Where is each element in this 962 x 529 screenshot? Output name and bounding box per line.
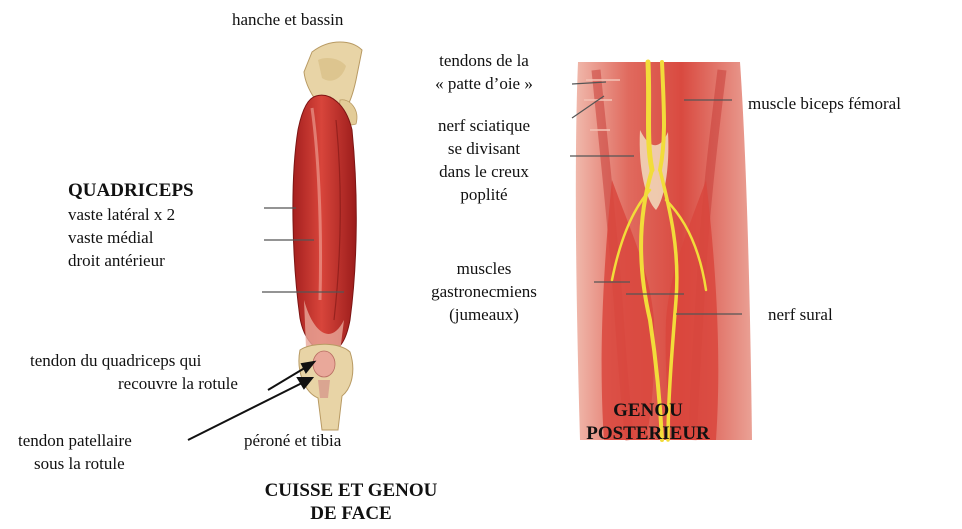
sciatic-label-line: poplité <box>404 184 564 205</box>
front-caption-line1: CUISSE ET GENOU <box>228 480 474 502</box>
knee-bones <box>299 344 353 430</box>
patellar-tendon-label-line1: tendon patellaire <box>18 430 132 451</box>
gastrocnemius-label-line: muscles <box>404 258 564 279</box>
front-caption-line2: DE FACE <box>228 503 474 525</box>
quadriceps-item: vaste médial <box>68 227 153 248</box>
gastrocnemius-label-line: (jumeaux) <box>404 304 564 325</box>
quad-tendon-label-line2: recouvre la rotule <box>118 373 238 394</box>
pes-anserinus-label-line1: tendons de la <box>404 50 564 71</box>
hip-label: hanche et bassin <box>232 9 343 30</box>
pes-anserinus-label-line2: « patte d’oie » <box>404 73 564 94</box>
gastrocnemius-label-line: gastronecmiens <box>404 281 564 302</box>
sciatic-label-line: dans le creux <box>404 161 564 182</box>
back-caption-line1: GENOU <box>568 400 728 422</box>
quad-tendon-label-line1: tendon du quadriceps qui <box>30 350 201 371</box>
quadriceps-muscle <box>293 95 356 357</box>
quadriceps-item: droit antérieur <box>68 250 165 271</box>
back-caption-line2: POSTERIEUR <box>568 423 728 445</box>
sciatic-label-line: nerf sciatique <box>404 115 564 136</box>
sciatic-label-line: se divisant <box>404 138 564 159</box>
fibula-tibia-label: péroné et tibia <box>244 430 341 451</box>
quadriceps-item: vaste latéral x 2 <box>68 204 175 225</box>
sural-nerve-label: nerf sural <box>768 304 833 325</box>
quadriceps-title: QUADRICEPS <box>68 180 194 202</box>
biceps-femoris-label: muscle biceps fémoral <box>748 93 901 114</box>
patellar-tendon-label-line2: sous la rotule <box>34 453 125 474</box>
